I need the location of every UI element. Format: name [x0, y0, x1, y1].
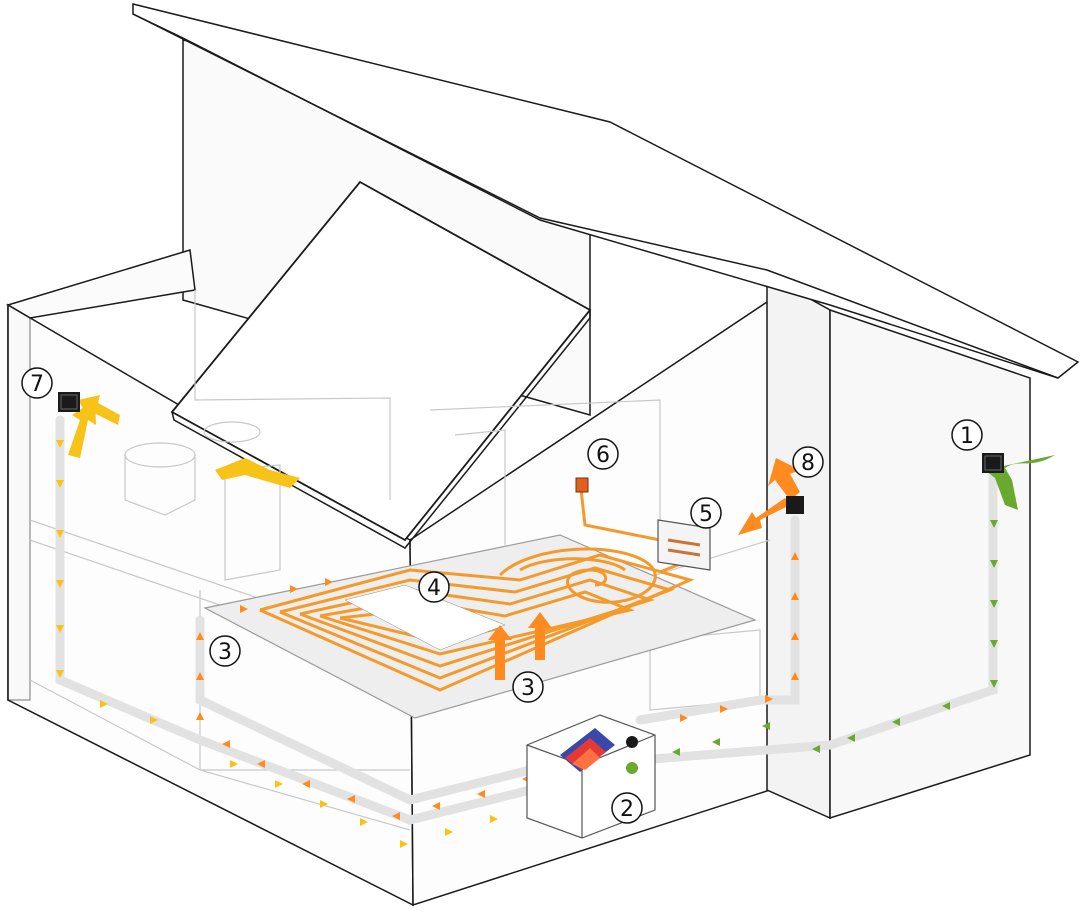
- svg-text:3: 3: [521, 676, 535, 701]
- lifted-roof-thickness: [171, 310, 591, 549]
- return-vent-8-icon: [786, 496, 804, 514]
- svg-text:6: 6: [596, 443, 610, 468]
- svg-text:4: 4: [427, 576, 441, 601]
- callout-2: 2: [611, 792, 643, 824]
- manifold: [657, 519, 711, 571]
- callout-1: 1: [951, 419, 983, 451]
- wall-vents: [58, 392, 1004, 514]
- exhaust-duct: [55, 415, 535, 825]
- callout-8: 8: [792, 446, 824, 478]
- floor-supply-arrow-1: [488, 625, 512, 680]
- svg-text:5: 5: [699, 502, 713, 527]
- return-air-arrow-left: [738, 498, 790, 535]
- duct-paths: [55, 415, 998, 825]
- roof: [132, 3, 1080, 549]
- callout-3a: 3: [209, 635, 241, 667]
- insulation-grid: [344, 584, 506, 651]
- svg-text:7: 7: [30, 372, 44, 397]
- supply-duct-right: [635, 515, 800, 725]
- callout-6: 6: [587, 438, 619, 470]
- floor-supply-arrow-2: [528, 612, 552, 660]
- callout-7: 7: [21, 367, 53, 399]
- roof-edge-line: [132, 13, 1059, 379]
- exhaust-vent-7-icon: [58, 392, 80, 412]
- bathroom-extract-arrow: [215, 458, 300, 488]
- svg-text:3: 3: [218, 640, 232, 665]
- exhaust-air-arrows: [56, 395, 498, 848]
- svg-text:2: 2: [620, 797, 634, 822]
- supply-duct-left: [195, 615, 535, 805]
- left-parapet: [6, 249, 196, 319]
- annex-front-wall: [829, 308, 1031, 820]
- callout-5: 5: [690, 497, 722, 529]
- svg-text:1: 1: [960, 424, 974, 449]
- callouts: 1 2 3 3 4 5 6 7: [21, 367, 983, 824]
- thermostat-icon: [575, 477, 589, 493]
- extract-arrow-7b: [78, 395, 120, 425]
- callout-3b: 3: [512, 671, 544, 703]
- fresh-air-duct: [635, 465, 998, 765]
- heat-exchanger-icon: [560, 728, 615, 772]
- fresh-air-intake-vent-icon: [982, 453, 1004, 473]
- return-air-arrow-up: [768, 458, 800, 500]
- svg-text:8: 8: [801, 451, 815, 476]
- callout-4: 4: [418, 571, 450, 603]
